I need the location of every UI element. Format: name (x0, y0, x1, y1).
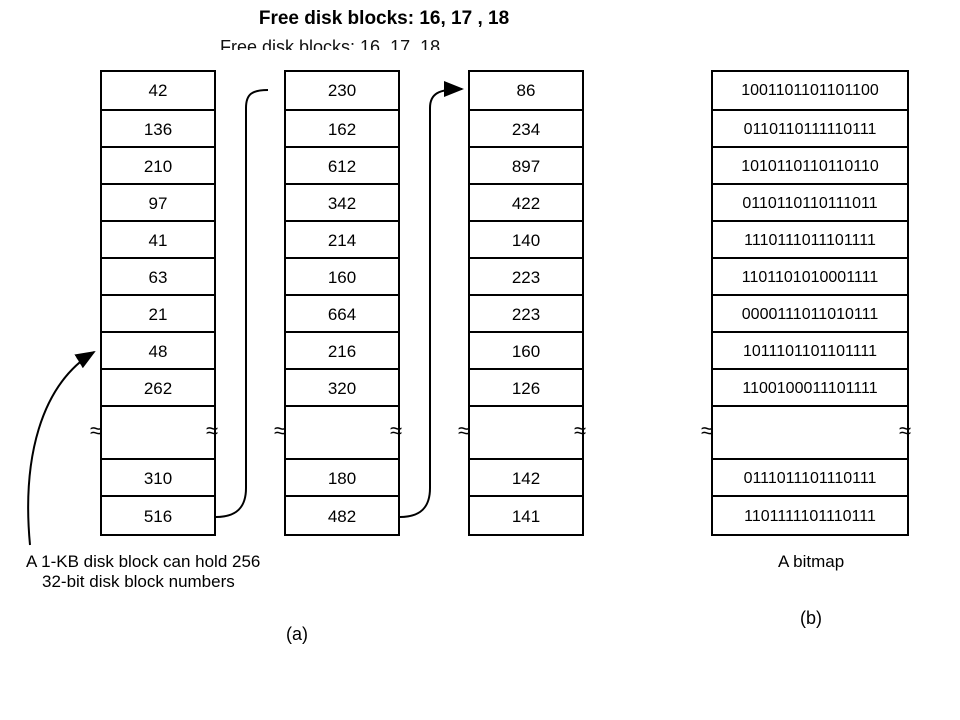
block-entry: 223 (470, 294, 582, 333)
bitmap-row: 1010110110110110 (713, 146, 907, 185)
block-entry: 160 (470, 331, 582, 370)
bitmap-block: 1001101101101100 0110110111110111 101011… (711, 70, 909, 536)
bitmap-row: 0110110110111011 (713, 183, 907, 222)
block-entry: 160 (286, 257, 398, 296)
block-entry: 664 (286, 294, 398, 333)
block-entry: 126 (470, 368, 582, 407)
caption-arrow (27, 350, 96, 546)
block-entry: 162 (286, 109, 398, 148)
panel-label-a: (a) (286, 624, 308, 644)
block-entry: 214 (286, 220, 398, 259)
block-entry: 97 (102, 183, 214, 222)
linked-list-block-1: 42 136 210 97 41 63 21 48 262 310 516 (100, 70, 216, 536)
block-entry: 234 (470, 109, 582, 148)
caption-line: 32-bit disk block numbers (42, 572, 235, 591)
block-entry: 41 (102, 220, 214, 259)
block-entry: 141 (470, 495, 582, 536)
block-entry: 230 (327, 80, 357, 100)
block-entry: 63 (102, 257, 214, 296)
linked-list-block-2: 230 162 612 342 214 160 664 216 320 180 … (284, 70, 400, 536)
block-entry: 86 (516, 80, 536, 100)
omitted-entries (286, 405, 398, 458)
panel-label-b: (b) (800, 608, 822, 628)
omitted-entries (470, 405, 582, 458)
bitmap-row: 1110111011101111 (713, 220, 907, 259)
bitmap-row: 1001101101101100 (741, 81, 879, 99)
caption-bitmap: A bitmap (778, 552, 845, 571)
bitmap-row: 1101111101110111 (713, 495, 907, 536)
break-symbol: ≈ (701, 418, 714, 443)
block-entry: 482 (286, 495, 398, 536)
block-entry: 140 (470, 220, 582, 259)
block-entry: 342 (286, 183, 398, 222)
bitmap-row: 0110110111110111 (713, 109, 907, 148)
omitted-entries (713, 405, 907, 458)
omitted-entries (102, 405, 214, 458)
block-entry: 48 (102, 331, 214, 370)
block-entry: 142 (470, 458, 582, 497)
break-symbol: ≈ (206, 418, 219, 443)
linked-list-block-3: 86 234 897 422 140 223 223 160 126 142 1… (468, 70, 584, 536)
next-block-pointer-arrow (399, 81, 464, 518)
break-symbol: ≈ (574, 418, 587, 443)
bitmap-row: 1101101010001111 (713, 257, 907, 296)
bitmap-row: 0111011101110111 (713, 458, 907, 497)
block-entry: 516 (102, 495, 214, 536)
block-entry: 223 (470, 257, 582, 296)
break-symbol: ≈ (458, 418, 471, 443)
bitmap-row: 1011101101101111 (713, 331, 907, 370)
block-entry: 21 (102, 294, 214, 333)
caption-line: A 1-KB disk block can hold 256 (26, 552, 261, 571)
block-entry: 136 (102, 109, 214, 148)
break-symbol: ≈ (90, 418, 103, 443)
break-symbol: ≈ (899, 418, 912, 443)
block-entry: 422 (470, 183, 582, 222)
block-entry: 612 (286, 146, 398, 185)
bitmap-row: 0000111011010111 (713, 294, 907, 333)
caption-linked-list: A 1-KB disk block can hold 256 32-bit di… (26, 552, 260, 592)
next-block-pointer-arrow (215, 89, 269, 518)
break-symbol: ≈ (274, 418, 287, 443)
original-caption-fragment: Free disk blocks: 16, 17, 18 (220, 38, 441, 50)
block-entry: 216 (286, 331, 398, 370)
block-entry: 210 (102, 146, 214, 185)
block-entry: 180 (286, 458, 398, 497)
block-entry: 310 (102, 458, 214, 497)
block-entry: 320 (286, 368, 398, 407)
block-entry: 262 (102, 368, 214, 407)
diagram-title: Free disk blocks: 16, 17 , 18 (258, 8, 510, 29)
block-entry: 897 (470, 146, 582, 185)
break-symbol: ≈ (390, 418, 403, 443)
block-entry: 42 (148, 80, 168, 100)
bitmap-row: 1100100011101111 (713, 368, 907, 407)
